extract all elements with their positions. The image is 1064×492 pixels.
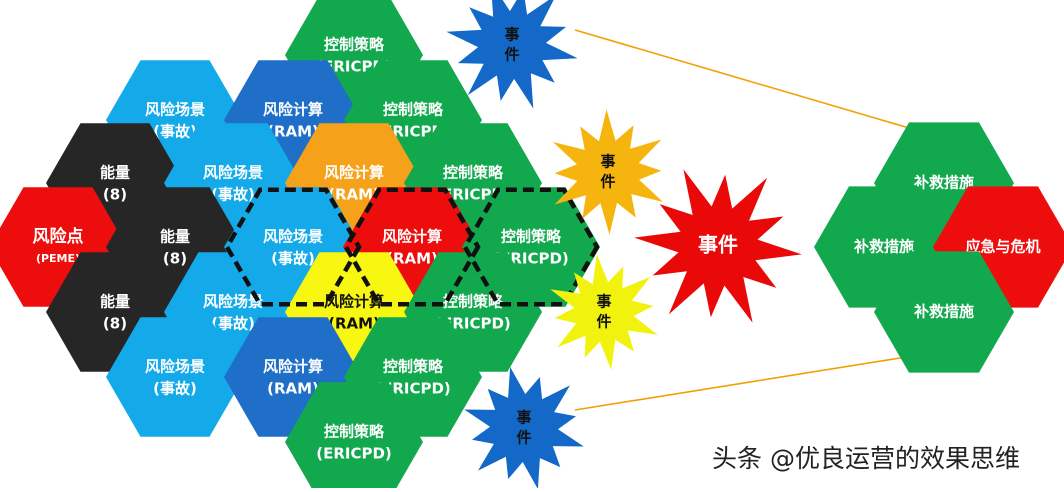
connector-line-top [574,29,951,141]
hex-title: 控制策略 [324,423,385,441]
hex-title: 控制策略 [383,358,444,376]
connector-lines [574,29,951,411]
hex-subtitle: (事故) [211,186,255,204]
hex-dashed-outline [462,187,600,307]
hex-subtitle: (事故) [211,315,255,333]
event-label: 件 [504,46,519,64]
hex-subtitle: (事故) [153,380,197,398]
event-burst: 事件 [550,254,658,370]
hex-title: 风险场景 [145,101,205,119]
event-label: 件 [596,313,611,331]
response-hex-label: 补救措施 [913,174,974,192]
event-burst: 事件 [464,366,584,490]
event-label: 事 [516,409,531,427]
event-burst: 事件 [446,0,578,109]
hex-title: 控制策略 [501,228,562,246]
hex-title: 风险计算 [324,293,384,311]
response-hex: 补救措施 [874,251,1014,373]
hex-subtitle: (事故) [153,123,197,141]
hex-title: 控制策略 [443,293,504,311]
hex-subtitle: (RAM) [328,315,380,333]
hex-title: 风险点 [33,226,84,247]
event-label: 件 [516,429,531,447]
hex-title: 风险计算 [263,358,323,376]
hex-shape [106,317,244,437]
hex-dashed-outline [224,187,362,307]
connector-line-bottom [574,349,951,411]
hex-subtitle: (ERICPD) [435,315,511,333]
hex-title: 控制策略 [443,164,504,182]
burst-shape [464,366,584,490]
hex-title: 控制策略 [383,101,444,119]
response-hex-cluster: 补救措施补救措施应急与危机补救措施 [814,122,1064,373]
burst-shape [634,169,802,323]
hex-title: 能量 [100,293,130,311]
event-label: 件 [600,173,615,191]
hex-subtitle: (8) [163,250,187,268]
hex-title: 风险场景 [203,164,263,182]
hex-subtitle: (PEME) [36,252,80,265]
hex-subtitle: (ERICPD) [316,445,392,463]
burst-shape [446,0,578,109]
response-hex-label: 补救措施 [853,238,914,256]
hex-title: 风险场景 [145,358,205,376]
hex-subtitle: (RAM) [267,123,319,141]
hex-subtitle: (事故) [271,250,315,268]
burst-shape [550,254,658,370]
hex-title: 风险计算 [263,101,323,119]
risk-hex: 风险场景 (事故) [106,317,244,437]
event-burst: 事件 [553,109,663,235]
burst-shape [553,109,663,235]
hex-subtitle: (8) [103,186,127,204]
hex-subtitle: (RAM) [267,380,319,398]
response-hex-label: 补救措施 [913,303,974,321]
hex-subtitle: (8) [103,315,127,333]
event-label: 事 [504,26,519,44]
hex-subtitle: (RAM) [386,250,438,268]
event-label: 事件 [698,233,738,257]
hex-title: 风险计算 [382,228,442,246]
event-label: 事 [596,293,611,311]
hex-dashed-outline [343,187,481,307]
hex-subtitle: (RAM) [328,186,380,204]
risk-hex: 控制策略 (ERICPD) [285,382,423,492]
event-burst: 事件 [634,169,802,323]
response-hex-label: 应急与危机 [965,238,1040,256]
event-label: 事 [600,153,615,171]
response-hex-shape [874,251,1014,373]
hex-shape [285,382,423,492]
hex-title: 控制策略 [324,36,385,54]
hex-title: 风险计算 [324,164,384,182]
hex-title: 能量 [160,228,190,246]
hex-title: 能量 [100,164,130,182]
risk-hex-cluster: 控制策略 (ERICPD) 风险场景 (事故) 风险计算 (RAM) 控制策略 (ERICPD… [0,0,600,492]
hex-title: 风险场景 [203,293,263,311]
watermark-text: 头条 @优良运营的效果思维 [712,444,1020,473]
hex-title: 风险场景 [263,228,323,246]
